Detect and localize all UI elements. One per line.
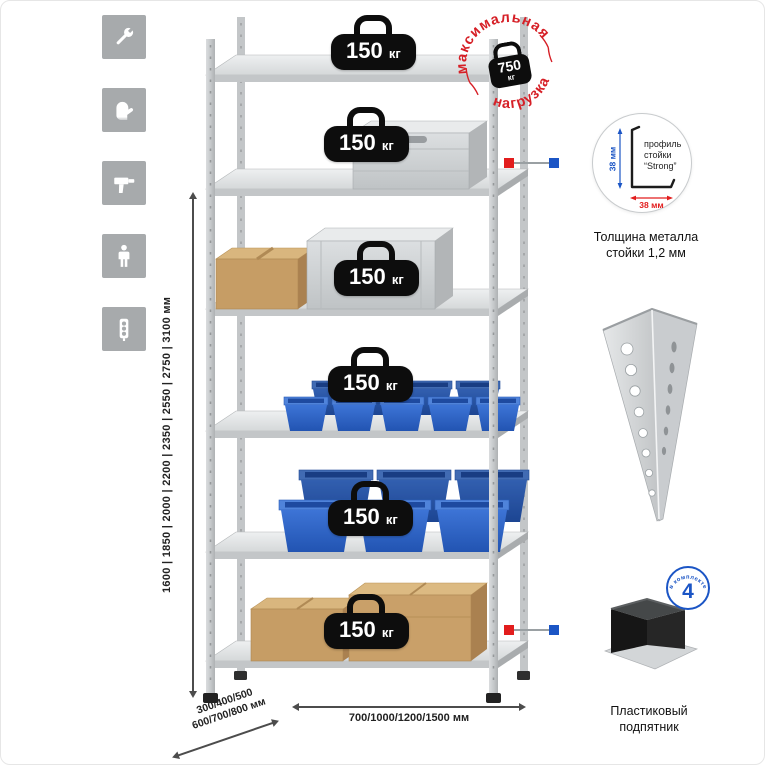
callout-line-bottom — [514, 629, 549, 631]
load-value: 150 — [346, 38, 383, 63]
load-unit: кг — [391, 272, 404, 287]
load-unit: кг — [388, 46, 401, 61]
load-value: 150 — [343, 504, 380, 529]
shelf-load-badge: 150 кг — [331, 15, 416, 70]
load-value: 150 — [349, 264, 386, 289]
wrench-icon — [116, 26, 135, 45]
weight-handle-icon — [357, 241, 396, 262]
width-dimension-label: 700/1000/1200/1500 мм — [348, 712, 470, 724]
arrow-left-icon — [292, 703, 299, 711]
person-icon — [118, 244, 130, 267]
power-strip-icon — [119, 318, 129, 342]
profile-caption-line2: стойки 1,2 мм — [606, 246, 686, 261]
profile-detail-circle: 38 мм 38 мм профиль стойки “Strong” — [592, 113, 692, 213]
shelf-load-badge: 150 кг — [324, 107, 409, 162]
profile-label-2: стойки — [644, 150, 672, 160]
load-value: 150 — [343, 370, 380, 395]
arrow-right-icon — [519, 703, 526, 711]
load-unit: кг — [381, 625, 394, 640]
load-unit: кг — [385, 512, 398, 527]
callout-marker-blue-bottom — [549, 625, 559, 635]
arrow-down-icon — [189, 691, 197, 698]
weight-handle-icon — [347, 107, 386, 128]
wrench-tile — [102, 15, 146, 59]
shelf-load-badge: 150 кг — [324, 594, 409, 649]
profile-caption: Толщина металла стойки 1,2 мм — [573, 229, 719, 262]
load-value: 150 — [339, 130, 376, 155]
foot-caption-line1: Пластиковый — [610, 704, 688, 718]
angle-post-graphic — [602, 307, 698, 522]
person-tile — [102, 234, 146, 278]
profile-dim-left-label: 38 мм — [608, 147, 618, 171]
profile-dim-bottom-label: 38 мм — [639, 200, 663, 210]
height-dimension-line — [192, 199, 194, 691]
profile-label-1: профиль — [644, 139, 682, 149]
callout-marker-blue-top — [549, 158, 559, 168]
shelf-load-badge: 150 кг — [328, 347, 413, 402]
height-dimension-label: 1600 | 1850 | 2000 | 2200 | 2350 | 2550 … — [161, 296, 173, 594]
power-strip-tile — [102, 307, 146, 351]
load-unit: кг — [381, 138, 394, 153]
weight-handle-icon — [347, 594, 386, 615]
drill-tile — [102, 161, 146, 205]
drill-icon — [114, 177, 135, 193]
foot-caption: Пластиковый подпятник — [579, 703, 719, 736]
weight-handle-icon — [351, 347, 390, 368]
callout-line-top — [514, 162, 549, 164]
load-value: 150 — [339, 617, 376, 642]
max-load-weight-badge: 750 кг — [485, 39, 534, 90]
weight-handle-icon — [351, 481, 390, 502]
callout-marker-red-top — [504, 158, 514, 168]
cardboard-box — [215, 246, 315, 310]
profile-label-3: “Strong” — [644, 161, 677, 171]
kit-count-badge: в комплекте 4 — [666, 566, 710, 610]
glove-icon — [116, 101, 134, 121]
profile-caption-line1: Толщина металла — [593, 230, 699, 244]
width-dimension-line — [299, 706, 519, 708]
load-unit: кг — [385, 378, 398, 393]
glove-tile — [102, 88, 146, 132]
kit-count-value: 4 — [682, 580, 694, 603]
profile-cross-section-drawing: 38 мм 38 мм профиль стойки “Strong” — [608, 125, 682, 210]
callout-marker-red-bottom — [504, 625, 514, 635]
foot-caption-line2: подпятник — [619, 720, 679, 735]
arrow-up-icon — [189, 192, 197, 199]
weight-handle-icon — [354, 15, 393, 36]
max-load-stamp: максимальная нагрузка 750 кг — [437, 1, 568, 124]
shelf-load-badge: 150 кг — [328, 481, 413, 536]
shelf-load-badge: 150 кг — [334, 241, 419, 296]
plastic-foot-graphic — [603, 597, 698, 670]
arrow-right-icon — [271, 716, 281, 727]
